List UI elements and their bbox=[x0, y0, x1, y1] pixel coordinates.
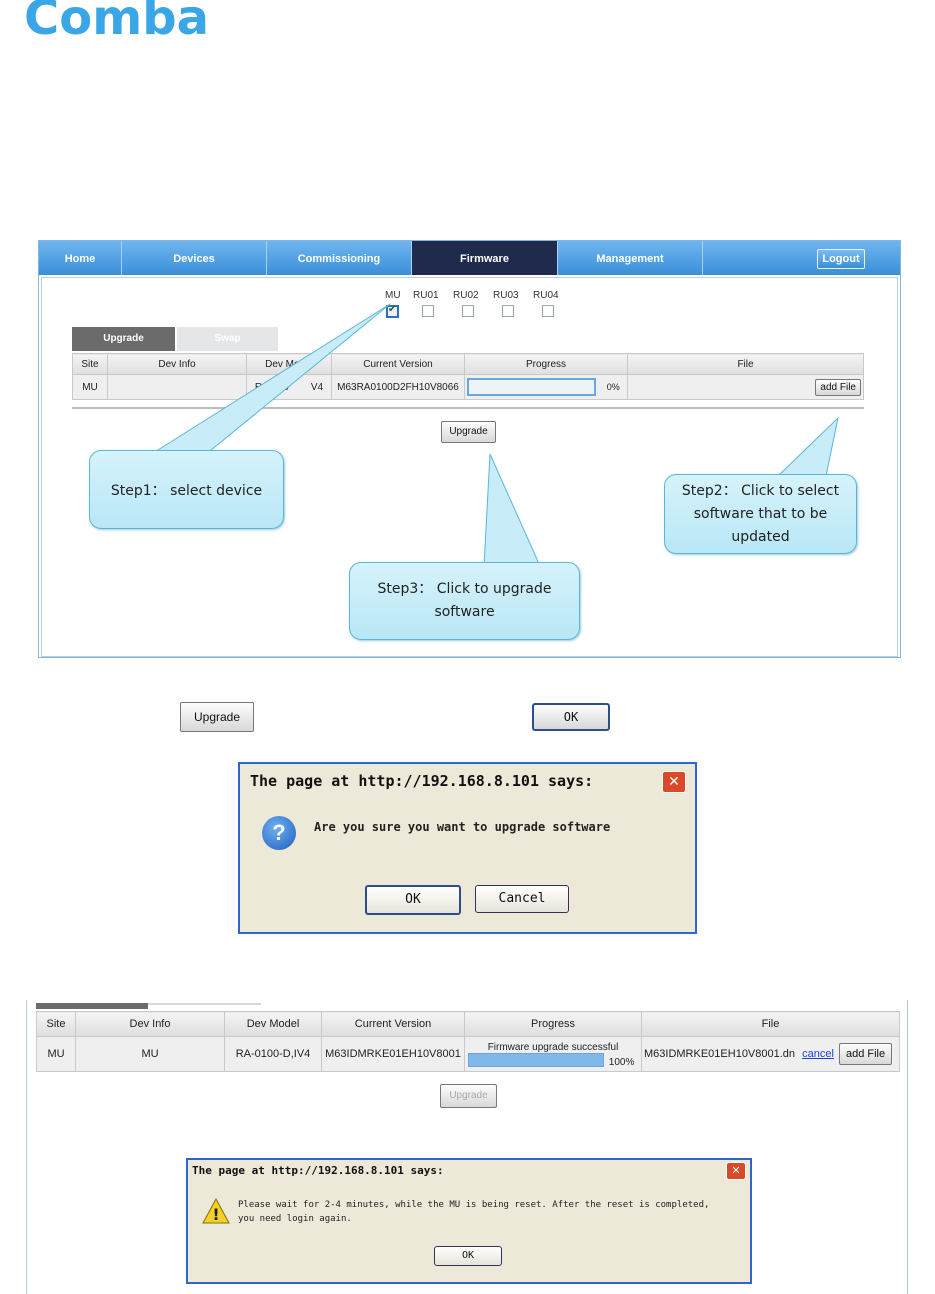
col-current-version: Current Version bbox=[331, 353, 465, 375]
cell-dev-info bbox=[107, 374, 247, 400]
cell-current-version: M63RA0100D2FH10V8066 bbox=[331, 374, 465, 400]
checkbox-ru01[interactable] bbox=[422, 305, 434, 317]
progress-bar-fill bbox=[469, 1053, 603, 1066]
dialog-title: The page at http://192.168.8.101 says: bbox=[192, 1164, 444, 1177]
nav-devices[interactable]: Devices bbox=[122, 241, 267, 275]
checkbox-ru04[interactable] bbox=[542, 305, 554, 317]
table-row: MU MU RA-0100-D,IV4 M63IDMRKE01EH10V8001… bbox=[36, 1036, 900, 1072]
callout-step1: Step1： select device bbox=[89, 450, 284, 529]
nav-commissioning[interactable]: Commissioning bbox=[267, 241, 412, 275]
tab-upgrade[interactable]: Upgrade bbox=[72, 327, 175, 351]
tab-strip-inactive bbox=[148, 1003, 261, 1005]
cell-site: MU bbox=[36, 1036, 76, 1072]
callout-step3: Step3： Click to upgrade software bbox=[349, 562, 580, 640]
tab-strip-active bbox=[36, 1003, 148, 1009]
progress-bar bbox=[468, 1052, 604, 1067]
cell-progress: 0% bbox=[464, 374, 628, 400]
upgrade-button[interactable]: Upgrade bbox=[441, 421, 496, 443]
callout-step1-text: Step1： select device bbox=[110, 482, 263, 499]
col-site: Site bbox=[36, 1011, 76, 1037]
col-progress: Progress bbox=[464, 1011, 642, 1037]
col-dev-info: Dev Info bbox=[75, 1011, 225, 1037]
cell-dev-model: RA-0100-D,IV4 bbox=[224, 1036, 322, 1072]
device-label-ru04: RU04 bbox=[533, 290, 559, 301]
table-header-row: Site Dev Info Dev Model Current Version … bbox=[72, 353, 864, 375]
comba-logo: Comba bbox=[24, 0, 209, 46]
firmware-panel: Home Devices Commissioning Firmware Mana… bbox=[38, 240, 901, 658]
device-label-ru02: RU02 bbox=[453, 290, 479, 301]
col-dev-model: Dev Model bbox=[224, 1011, 322, 1037]
callout-step2-text: Step2： Click to select software that to … bbox=[681, 482, 840, 545]
dialog-message-line1: Please wait for 2-4 minutes, while the M… bbox=[238, 1200, 710, 1210]
add-file-button[interactable]: add File bbox=[815, 378, 861, 396]
progress-percent: 0% bbox=[606, 381, 620, 392]
nav-management[interactable]: Management bbox=[558, 241, 703, 275]
confirm-dialog: The page at http://192.168.8.101 says: ✕… bbox=[238, 762, 697, 934]
upgrade-button-sample[interactable]: Upgrade bbox=[180, 702, 254, 732]
add-file-button[interactable]: add File bbox=[838, 1043, 893, 1065]
reset-dialog: The page at http://192.168.8.101 says: ✕… bbox=[186, 1158, 752, 1284]
ok-button[interactable]: OK bbox=[434, 1246, 502, 1266]
table-header-row: Site Dev Info Dev Model Current Version … bbox=[36, 1011, 900, 1037]
col-file: File bbox=[627, 353, 864, 375]
content-area bbox=[41, 277, 898, 657]
ok-button-sample[interactable]: OK bbox=[532, 703, 610, 731]
dialog-message: Please wait for 2-4 minutes, while the M… bbox=[238, 1198, 709, 1226]
progress-status: Firmware upgrade successful bbox=[487, 1041, 619, 1053]
upgrade-button-disabled: Upgrade bbox=[440, 1084, 497, 1108]
dialog-title: The page at http://192.168.8.101 says: bbox=[250, 772, 594, 790]
callout-tails bbox=[148, 303, 839, 567]
device-label-mu: MU bbox=[385, 290, 401, 301]
result-table: Site Dev Info Dev Model Current Version … bbox=[36, 1011, 900, 1072]
nav-bar: Home Devices Commissioning Firmware Mana… bbox=[39, 241, 900, 275]
close-icon[interactable]: ✕ bbox=[726, 1162, 746, 1180]
cancel-link[interactable]: cancel bbox=[802, 1048, 834, 1060]
close-icon[interactable]: ✕ bbox=[662, 771, 686, 793]
checkbox-mu[interactable] bbox=[386, 304, 399, 318]
cell-progress: Firmware upgrade successful 100% bbox=[464, 1036, 642, 1072]
cell-file: M63IDMRKE01EH10V8001.dn cancel add File bbox=[641, 1036, 900, 1072]
step3-tail bbox=[483, 453, 541, 567]
question-icon: ? bbox=[262, 816, 296, 850]
col-current-version: Current Version bbox=[321, 1011, 465, 1037]
col-site: Site bbox=[72, 353, 108, 375]
device-label-ru01: RU01 bbox=[413, 290, 439, 301]
col-file: File bbox=[641, 1011, 900, 1037]
table-divider bbox=[72, 407, 864, 409]
progress-bar bbox=[467, 378, 596, 396]
step2-tail bbox=[776, 416, 839, 477]
step1-tail bbox=[148, 303, 391, 456]
progress-percent: 100% bbox=[608, 1057, 635, 1069]
dialog-message: Are you sure you want to upgrade softwar… bbox=[314, 820, 611, 834]
dev-model-tail: V4 bbox=[310, 381, 324, 393]
file-name: M63IDMRKE01EH10V8001.dn bbox=[644, 1048, 796, 1060]
logout-button[interactable]: Logout bbox=[817, 249, 865, 269]
dialog-message-line2: you need login again. bbox=[238, 1214, 352, 1224]
cell-file: add File bbox=[627, 374, 864, 400]
svg-text:!: ! bbox=[212, 1205, 219, 1224]
tab-swap[interactable]: Swap bbox=[177, 327, 278, 351]
checkbox-ru03[interactable] bbox=[502, 305, 514, 317]
warning-icon: ! bbox=[202, 1198, 230, 1224]
nav-home[interactable]: Home bbox=[39, 241, 122, 275]
nav-firmware[interactable]: Firmware bbox=[412, 241, 558, 275]
cancel-button[interactable]: Cancel bbox=[475, 885, 569, 913]
cell-site: MU bbox=[72, 374, 108, 400]
callout-step2: Step2： Click to select software that to … bbox=[664, 474, 857, 554]
checkbox-ru02[interactable] bbox=[462, 305, 474, 317]
cell-current-version: M63IDMRKE01EH10V8001 bbox=[321, 1036, 465, 1072]
device-label-ru03: RU03 bbox=[493, 290, 519, 301]
cell-dev-info: MU bbox=[75, 1036, 225, 1072]
callout-step3-text: Step3： Click to upgrade software bbox=[377, 581, 552, 620]
col-progress: Progress bbox=[464, 353, 628, 375]
ok-button[interactable]: OK bbox=[365, 885, 461, 915]
